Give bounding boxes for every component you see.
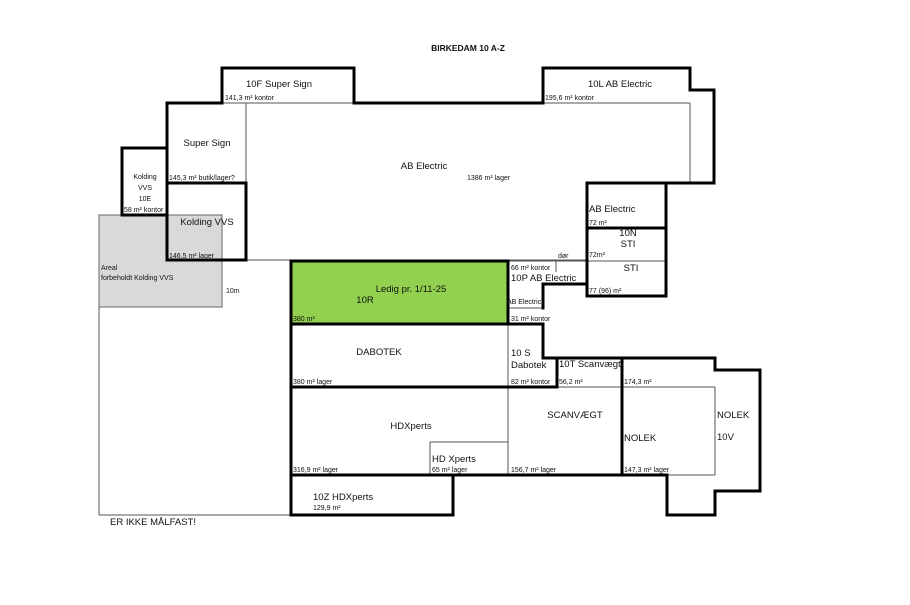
- thick-walls: [120, 66, 762, 517]
- hd-xperts-small-name: HD Xperts: [432, 454, 476, 465]
- unit-10p-area1: 66 m² kontor: [511, 265, 551, 272]
- super-sign-area: 145,3 m² butik/lager?: [169, 175, 235, 182]
- unit-10n-area: 72m²: [589, 252, 606, 259]
- unit-10e-name3: 10E: [139, 196, 152, 203]
- unit-10n-name1: 10N: [619, 228, 637, 239]
- door-label: dør: [558, 253, 569, 260]
- hdxperts-name: HDXperts: [390, 421, 431, 432]
- not-to-scale-note: ER IKKE MÅLFAST!: [110, 517, 196, 528]
- hd-xperts-small-area: 65 m² lager: [432, 467, 468, 474]
- dabotek-name: DABOTEK: [356, 347, 402, 358]
- unit-10s-name2: Dabotek: [511, 360, 547, 371]
- unit-10p-name2: AB Electric: [507, 299, 542, 306]
- dimension-10m: 10m: [226, 288, 240, 295]
- sti-name: STI: [624, 263, 639, 274]
- ab-electric-name: AB Electric: [401, 161, 448, 172]
- unit-10e-name2: VVS: [138, 185, 152, 192]
- unit-10r-area: 380 m²: [293, 316, 315, 323]
- plan-title: BIRKEDAM 10 A-Z: [431, 43, 505, 53]
- unit-10t-name: 10T Scanvægt: [559, 359, 621, 370]
- kolding-vvs-name: Kolding VVS: [180, 217, 233, 228]
- nolek-top-area: 174,3 m²: [624, 379, 652, 386]
- unit-10r-available[interactable]: [291, 261, 508, 324]
- reserved-line1: Areal: [101, 265, 118, 272]
- unit-10p-name: 10P AB Electric: [511, 273, 577, 284]
- super-sign-name: Super Sign: [183, 138, 230, 149]
- sti-area: 77 (96) m²: [589, 288, 622, 295]
- ab-electric-area: 1386 m² lager: [467, 175, 511, 182]
- unit-10z-area: 129,9 m²: [313, 505, 341, 512]
- unit-10f-area: 141,3 m² kontor: [225, 95, 275, 102]
- ab-electric-small-name: AB Electric: [589, 204, 636, 215]
- scanvaegt-area: 156,7 m² lager: [511, 467, 557, 474]
- unit-10n-name2: STI: [621, 239, 636, 250]
- scanvaegt-name: SCANVÆGT: [547, 410, 603, 421]
- unit-10v-name1: NOLEK: [717, 410, 750, 421]
- unit-10v-name2: 10V: [717, 432, 735, 443]
- unit-10e-area: 58 m² kontor: [124, 207, 164, 214]
- unit-10l-area: 195,6 m² kontor: [545, 95, 595, 102]
- unit-10s-area: 82 m² kontor: [511, 379, 551, 386]
- unit-10s-name1: 10 S: [511, 348, 531, 359]
- nolek-name: NOLEK: [624, 433, 657, 444]
- unit-10r-name: 10R: [356, 295, 374, 306]
- unit-10r-status: Ledig pr. 1/11-25: [376, 284, 447, 295]
- hdxperts-area: 316,9 m² lager: [293, 467, 339, 474]
- reserved-line2: forbeholdt Kolding VVS: [101, 275, 174, 282]
- thin-walls: [98, 102, 716, 516]
- unit-10e-name1: Kolding: [133, 174, 156, 181]
- unit-10z-name: 10Z HDXperts: [313, 492, 373, 503]
- nolek-area: 147,3 m² lager: [624, 467, 670, 474]
- unit-10p-area2: 31 m² kontor: [511, 316, 551, 323]
- unit-10l-name: 10L AB Electric: [588, 79, 652, 90]
- dabotek-area: 380 m² lager: [293, 379, 333, 386]
- ab-electric-small-area: 72 m²: [589, 220, 608, 227]
- kolding-vvs-area: 146,5 m² lager: [169, 253, 215, 260]
- unit-10f-name: 10F Super Sign: [246, 79, 312, 90]
- unit-10t-area: 56,2 m²: [559, 379, 583, 386]
